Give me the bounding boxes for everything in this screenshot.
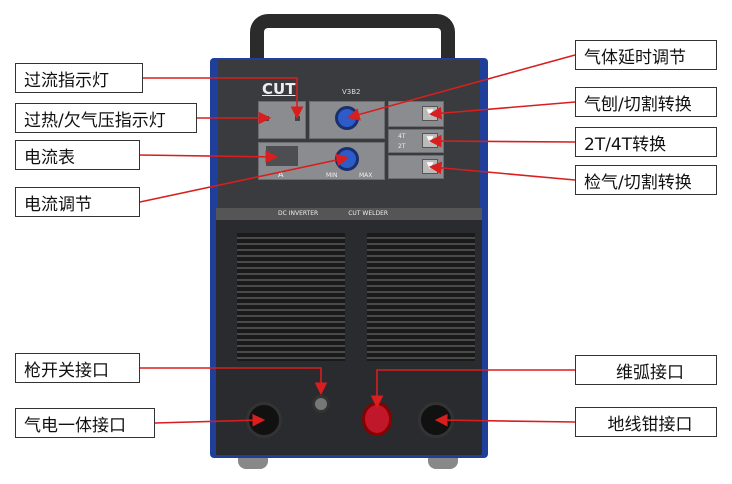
arrow [154, 413, 266, 427]
label-2t-4t: 2T/4T转换 [575, 127, 717, 157]
label-gas-delay: 气体延时调节 [575, 40, 717, 70]
mode-2t: 2T [398, 143, 406, 150]
vent [367, 233, 475, 361]
label-gun-switch: 枪开关接口 [15, 353, 140, 383]
arrow [428, 134, 576, 148]
arrow [140, 367, 328, 396]
label-gas-check: 检气/切割转换 [575, 165, 717, 195]
label-overcurrent-led: 过流指示灯 [15, 63, 143, 93]
vent [237, 233, 345, 361]
dc-inverter-text: DC INVERTER [278, 210, 319, 217]
arrow [428, 161, 576, 181]
gun-switch-socket[interactable] [312, 395, 330, 413]
arrow [428, 101, 576, 120]
label-overheat-led: 过热/欠气压指示灯 [15, 103, 197, 133]
label-strip: DC INVERTER CUT WELDER [216, 208, 482, 220]
label-torch-connector: 气电一体接口 [15, 408, 155, 438]
arrow [139, 150, 279, 164]
label-current-adjust: 电流调节 [15, 187, 140, 217]
amp-unit: A [278, 170, 284, 179]
label-ground-clamp: 地线钳接口 [575, 407, 717, 437]
label-ammeter: 电流表 [15, 140, 140, 170]
label-gouge-cut: 气刨/切割转换 [575, 87, 717, 117]
label-pilot-arc: 维弧接口 [575, 355, 717, 385]
cut-welder-text: CUT WELDER [348, 210, 389, 217]
arrow [370, 369, 575, 409]
version: V3B2 [342, 88, 361, 96]
handle [250, 14, 455, 64]
arrow [143, 77, 304, 120]
arrow [346, 54, 576, 121]
arrow [434, 413, 576, 427]
arrow [139, 153, 350, 203]
min-label: MIN [326, 172, 338, 179]
mode-4t: 4T [398, 133, 406, 140]
max-label: MAX [359, 172, 373, 179]
